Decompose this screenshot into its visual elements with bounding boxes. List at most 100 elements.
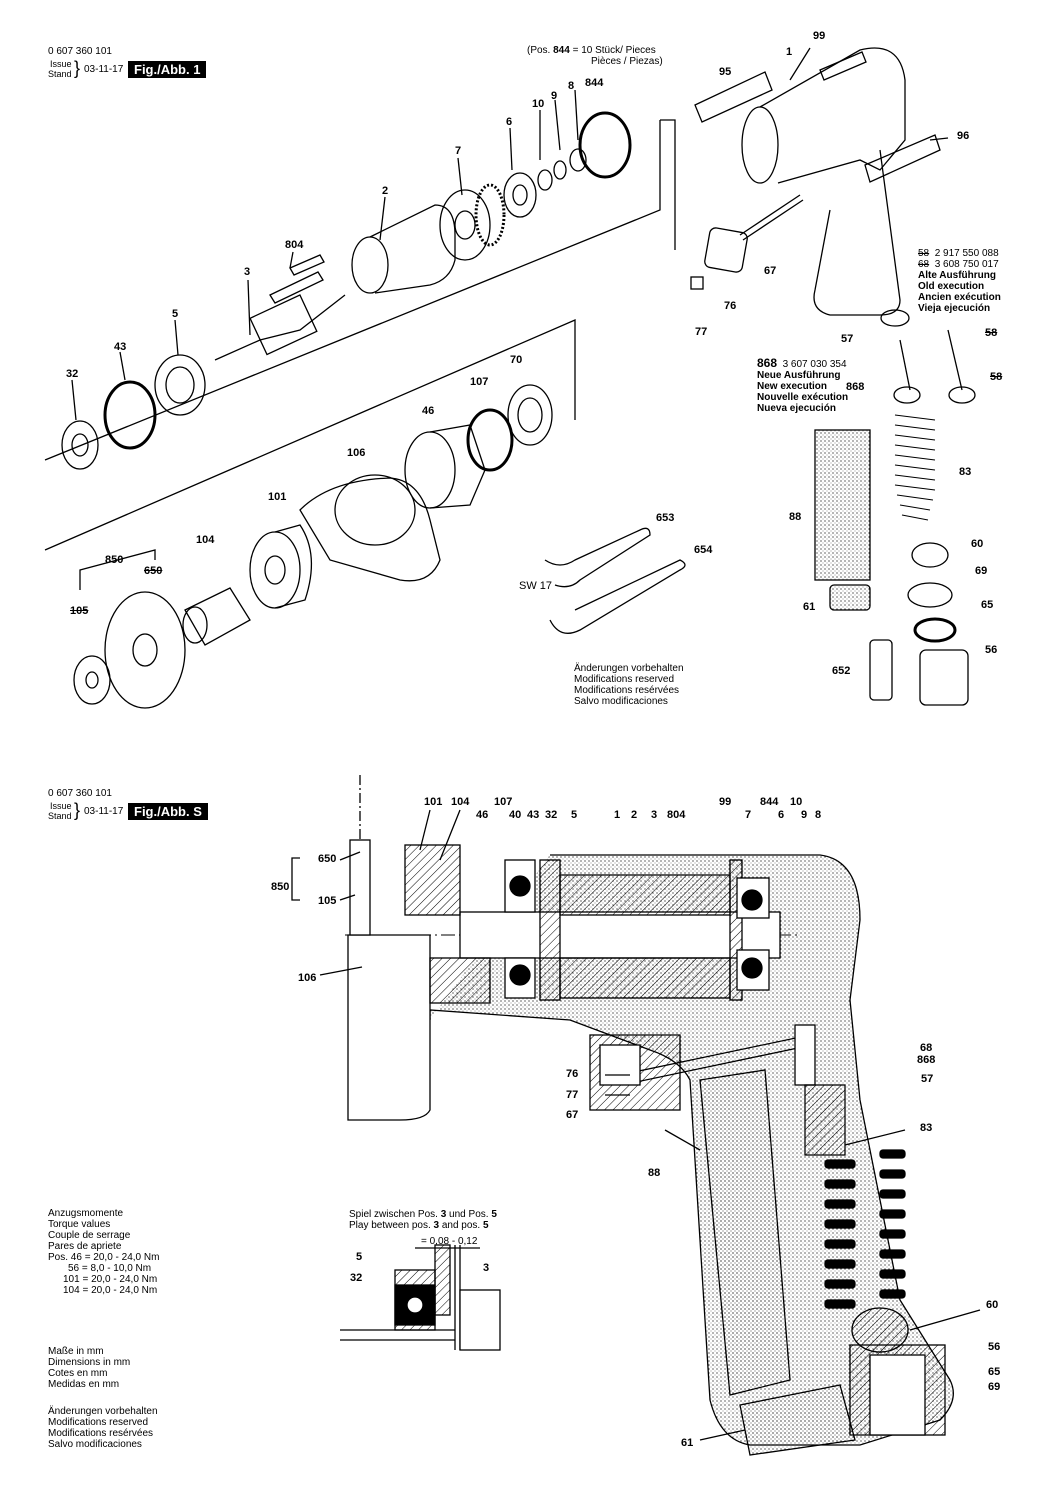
- part-label: 104: [451, 796, 470, 808]
- part-label: 10: [790, 796, 803, 808]
- fig1-changes-reserved: Änderungen vorbehalten Modifications res…: [574, 663, 684, 707]
- fig1-doc-number: 0 607 360 101: [48, 46, 112, 57]
- fig1-stand-label: Stand: [48, 69, 72, 79]
- old-exec-line: Alte Ausführung: [918, 270, 996, 281]
- part-label: 1: [786, 46, 793, 58]
- part-label: 804: [285, 239, 304, 251]
- part-label: 76: [566, 1068, 579, 1080]
- changes-line: Modifications reserved: [574, 674, 675, 685]
- part-label: 107: [470, 376, 489, 388]
- torque-heading: Anzugsmomente: [48, 1208, 124, 1219]
- part-label: 8: [815, 809, 822, 821]
- part-label: 43: [114, 341, 127, 353]
- torque-row: 104 = 20,0 - 24,0 Nm: [63, 1285, 158, 1296]
- part-label: 7: [745, 809, 752, 821]
- dims-line: Dimensions in mm: [48, 1357, 131, 1368]
- part-label: 57: [841, 333, 854, 345]
- part-label: 67: [764, 265, 777, 277]
- part-label: 61: [803, 601, 816, 613]
- fig1-brace: }: [74, 58, 81, 78]
- old-exec-num-2: 68: [918, 259, 930, 270]
- figS-brace: }: [74, 800, 81, 820]
- part-label: 7: [455, 145, 462, 157]
- part-label: 106: [347, 447, 366, 459]
- part-label: 99: [719, 796, 732, 808]
- figS-doc-number: 0 607 360 101: [48, 788, 112, 799]
- changes-line: Änderungen vorbehalten: [48, 1406, 158, 1417]
- fig1-issue-label: Issue: [50, 59, 72, 69]
- detail-label: 3: [483, 1262, 490, 1274]
- old-exec-num-1: 58: [918, 248, 930, 259]
- part-label: 107: [494, 796, 513, 808]
- old-exec-pn-2: 3 608 750 017: [934, 259, 999, 270]
- part-label: 844: [760, 796, 779, 808]
- old-exec-line: Old execution: [918, 281, 985, 292]
- torque-row: 101 = 20,0 - 24,0 Nm: [63, 1274, 158, 1285]
- part-label: 9: [551, 90, 558, 102]
- part-label: 8: [568, 80, 575, 92]
- part-label: 83: [959, 466, 972, 478]
- part-label: 88: [648, 1167, 661, 1179]
- part-label: 96: [957, 130, 970, 142]
- wrench-size-label: SW 17: [519, 580, 553, 592]
- torque-heading: Couple de serrage: [48, 1230, 131, 1241]
- part-label: 61: [681, 1437, 694, 1449]
- part-label: 5: [172, 308, 179, 320]
- play-note-line2: Play between pos. 3 and pos. 5: [349, 1220, 489, 1231]
- part-label: 40: [509, 809, 522, 821]
- part-label: 3: [651, 809, 658, 821]
- part-label: 32: [545, 809, 558, 821]
- part-label: 46: [476, 809, 489, 821]
- dims-line: Medidas en mm: [48, 1379, 120, 1390]
- torque-row: 56 = 8,0 - 10,0 Nm: [68, 1263, 152, 1274]
- part-label: 9: [801, 809, 808, 821]
- changes-line: Modifications reserved: [48, 1417, 149, 1428]
- new-exec-line: New execution: [757, 381, 828, 392]
- part-label: 32: [66, 368, 79, 380]
- new-exec-line: Neue Ausführung: [757, 370, 841, 381]
- old-exec-line: Vieja ejecución: [918, 303, 991, 314]
- part-label: 58: [985, 327, 998, 339]
- part-label: 844: [585, 77, 604, 89]
- part-label: 68: [920, 1042, 933, 1054]
- part-label: 77: [566, 1089, 579, 1101]
- fig1-new-execution: 868 3 607 030 354 Neue Ausführung New ex…: [757, 357, 849, 414]
- dimensions-note: Maße in mm Dimensions in mm Cotes en mm …: [48, 1346, 130, 1390]
- torque-row: Pos. 46 = 20,0 - 24,0 Nm: [48, 1252, 160, 1263]
- changes-line: Modifications resérvées: [574, 685, 680, 696]
- fig1-old-execution: 58 2 917 550 088 68 3 608 750 017 Alte A…: [918, 248, 1001, 314]
- part-label: 868: [846, 381, 865, 393]
- part-label: 101: [424, 796, 443, 808]
- part-label: 57: [921, 1073, 934, 1085]
- torque-heading: Pares de apriete: [48, 1241, 122, 1252]
- part-label: 60: [986, 1299, 999, 1311]
- fig1-date: 03-11-17: [84, 64, 124, 75]
- figS-changes-reserved: Änderungen vorbehalten Modifications res…: [48, 1406, 158, 1450]
- part-label: 65: [988, 1366, 1001, 1378]
- part-label: 105: [70, 605, 89, 617]
- part-label: 70: [510, 354, 523, 366]
- changes-line: Salvo modificaciones: [48, 1439, 142, 1450]
- part-label: 101: [268, 491, 287, 503]
- part-label: 99: [813, 30, 826, 42]
- part-label: 3: [244, 266, 251, 278]
- changes-line: Salvo modificaciones: [574, 696, 668, 707]
- torque-heading: Torque values: [48, 1219, 111, 1230]
- part-label: 2: [382, 185, 389, 197]
- dims-line: Maße in mm: [48, 1346, 104, 1357]
- fig1-badge: Fig./Abb. 1: [128, 61, 207, 78]
- part-label: 106: [298, 972, 317, 984]
- fig1-pos-note-line1: (Pos. 844 = 10 Stück/ Pieces: [527, 45, 656, 56]
- changes-line: Änderungen vorbehalten: [574, 663, 684, 674]
- torque-values-block: Anzugsmomente Torque values Couple de se…: [48, 1208, 159, 1296]
- play-note-line1: Spiel zwischen Pos. 3 und Pos. 5: [349, 1209, 497, 1220]
- part-label: 105: [318, 895, 337, 907]
- play-value: = 0,08 - 0,12: [421, 1236, 478, 1247]
- part-label: 5: [571, 809, 578, 821]
- detail-label: 32: [350, 1272, 363, 1284]
- part-label: 95: [719, 66, 732, 78]
- part-label: 69: [975, 565, 988, 577]
- figS-badge: Fig./Abb. S: [128, 803, 208, 820]
- new-exec-line: Nouvelle exécution: [757, 392, 849, 403]
